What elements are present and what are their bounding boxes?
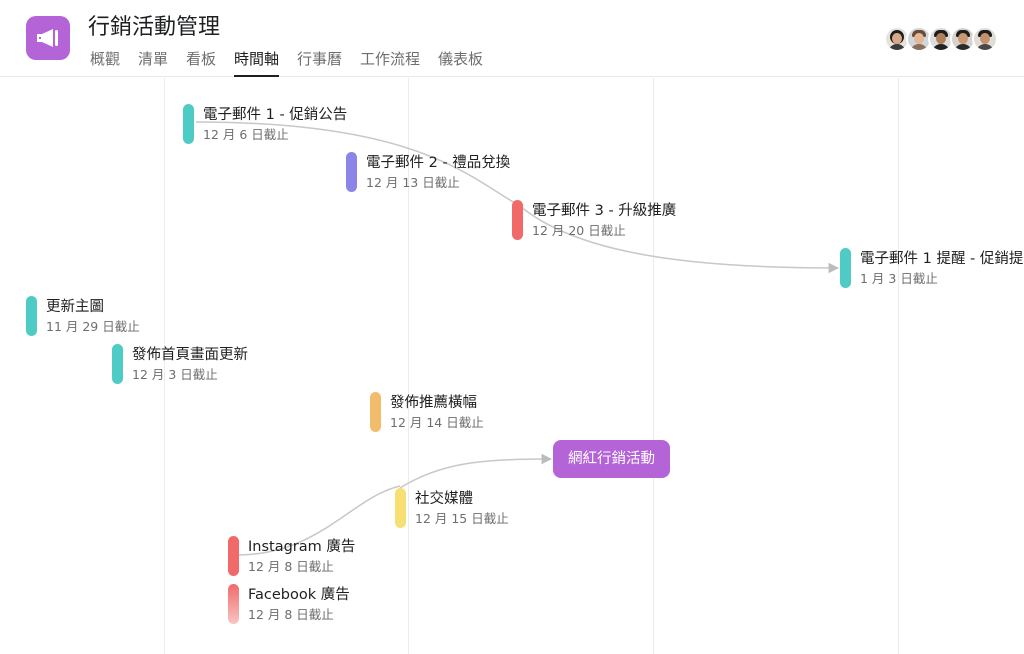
task-bar[interactable] <box>395 488 406 528</box>
task-name: 電子郵件 3 - 升級推廣 <box>532 203 677 219</box>
task-bar[interactable] <box>512 200 523 240</box>
avatar[interactable] <box>906 26 932 52</box>
task-name: 社交媒體 <box>415 491 473 507</box>
timeline-gridline <box>408 78 409 654</box>
project-icon[interactable] <box>26 16 70 60</box>
timeline-canvas[interactable]: 電子郵件 1 - 促銷公告 12 月 6 日截止 電子郵件 2 - 禮品兌換 1… <box>0 78 1024 654</box>
task-due-date: 12 月 6 日截止 <box>203 127 289 142</box>
task-bar[interactable] <box>26 296 37 336</box>
tab-board[interactable]: 看板 <box>186 50 217 68</box>
task-bar[interactable] <box>228 536 239 576</box>
milestone-name: 網紅行銷活動 <box>568 451 655 467</box>
task-bar[interactable] <box>370 392 381 432</box>
task-bar[interactable] <box>346 152 357 192</box>
project-header: 行銷活動管理 概觀 清單 看板 時間軸 行事曆 工作流程 儀表板 <box>0 0 1024 77</box>
tab-workflow[interactable]: 工作流程 <box>360 50 421 68</box>
task-due-date: 12 月 13 日截止 <box>366 175 460 190</box>
timeline-gridline <box>898 78 899 654</box>
task-name: 電子郵件 2 - 禮品兌換 <box>366 155 511 171</box>
task-bar[interactable] <box>112 344 123 384</box>
task-name: 發佈首頁畫面更新 <box>132 347 248 363</box>
task-due-date: 12 月 8 日截止 <box>248 559 334 574</box>
avatar[interactable] <box>950 26 976 52</box>
task-name: 更新主圖 <box>46 299 104 315</box>
timeline-task[interactable]: 電子郵件 1 提醒 - 促銷提 1 月 3 日截止 <box>840 248 1024 288</box>
task-name: 電子郵件 1 - 促銷公告 <box>203 107 348 123</box>
task-due-date: 1 月 3 日截止 <box>860 271 938 286</box>
task-name: Instagram 廣告 <box>248 539 356 555</box>
dependency-arrow <box>195 121 840 274</box>
task-name: 電子郵件 1 提醒 - 促銷提 <box>860 251 1024 267</box>
task-due-date: 12 月 8 日截止 <box>248 607 334 622</box>
task-bar[interactable] <box>840 248 851 288</box>
timeline-gridline <box>164 78 165 654</box>
tab-calendar[interactable]: 行事曆 <box>297 50 343 68</box>
tab-list[interactable]: 清單 <box>138 50 169 68</box>
page-title: 行銷活動管理 <box>88 15 221 40</box>
task-name: 發佈推薦橫幅 <box>390 395 477 411</box>
task-due-date: 12 月 3 日截止 <box>132 367 218 382</box>
task-due-date: 12 月 14 日截止 <box>390 415 484 430</box>
megaphone-icon <box>37 29 58 47</box>
task-due-date: 12 月 15 日截止 <box>415 511 509 526</box>
avatar[interactable] <box>972 26 998 52</box>
tab-timeline[interactable]: 時間軸 <box>234 47 280 77</box>
task-due-date: 12 月 20 日截止 <box>532 223 626 238</box>
task-bar[interactable] <box>228 584 239 624</box>
avatar[interactable] <box>928 26 954 52</box>
task-bar[interactable] <box>183 104 194 144</box>
milestone-task[interactable]: 網紅行銷活動 <box>553 440 670 478</box>
tab-overview[interactable]: 概觀 <box>90 50 121 68</box>
tab-dashboard[interactable]: 儀表板 <box>438 50 484 68</box>
avatar[interactable] <box>884 26 910 52</box>
timeline-gridline <box>653 78 654 654</box>
dependency-arrow <box>399 453 553 489</box>
task-due-date: 11 月 29 日截止 <box>46 319 140 334</box>
task-name: Facebook 廣告 <box>248 587 350 603</box>
